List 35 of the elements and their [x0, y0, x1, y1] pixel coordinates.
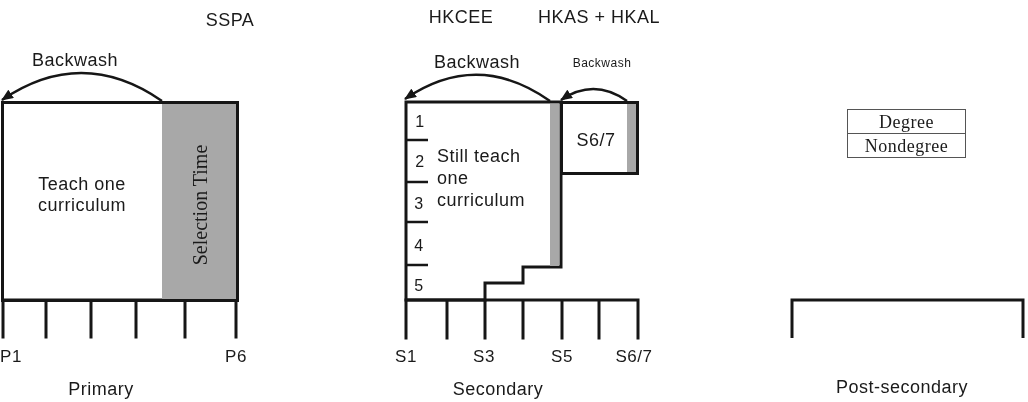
- shaded-band: [550, 104, 559, 266]
- category-box: Degree: [847, 109, 966, 134]
- arrow: [560, 87, 628, 102]
- stage-label: Post-secondary: [835, 376, 969, 398]
- tick-label: S3: [473, 347, 495, 367]
- edge-label: Backwash: [434, 51, 520, 73]
- exam-heading: HKAS + HKAL: [537, 6, 661, 28]
- shaded-band: [627, 104, 636, 172]
- category-box: Nondegree: [847, 133, 966, 158]
- stage-box: [1, 101, 239, 302]
- exam-heading: SSPA: [205, 9, 255, 31]
- tick-label: S5: [551, 347, 573, 367]
- tick-label: P1: [0, 347, 22, 367]
- body-text: Teach one curriculum: [37, 174, 127, 216]
- shaded-band: [162, 104, 236, 299]
- band-label: Selection Time: [188, 145, 212, 266]
- body-text: Still teach one curriculum: [437, 145, 526, 211]
- edge-label: Backwash: [32, 49, 118, 71]
- row-number: 5: [414, 276, 424, 296]
- edge-label: Backwash: [572, 57, 632, 71]
- stage-box: [560, 101, 639, 175]
- row-number: 4: [414, 236, 424, 256]
- stage-label: Primary: [68, 378, 134, 400]
- row-number: 3: [414, 194, 424, 214]
- arrow: [404, 73, 551, 102]
- row-number: 2: [415, 152, 425, 172]
- tick-label: P6: [225, 347, 247, 367]
- arrow: [1, 71, 163, 102]
- tick-label: S1: [395, 347, 417, 367]
- box-label: S6/7: [576, 129, 616, 151]
- row-number: 1: [415, 112, 425, 132]
- tick-label: S6/7: [615, 347, 653, 367]
- exam-heading: HKCEE: [428, 6, 494, 28]
- stage-box: [404, 100, 564, 302]
- stage-label: Secondary: [452, 378, 544, 400]
